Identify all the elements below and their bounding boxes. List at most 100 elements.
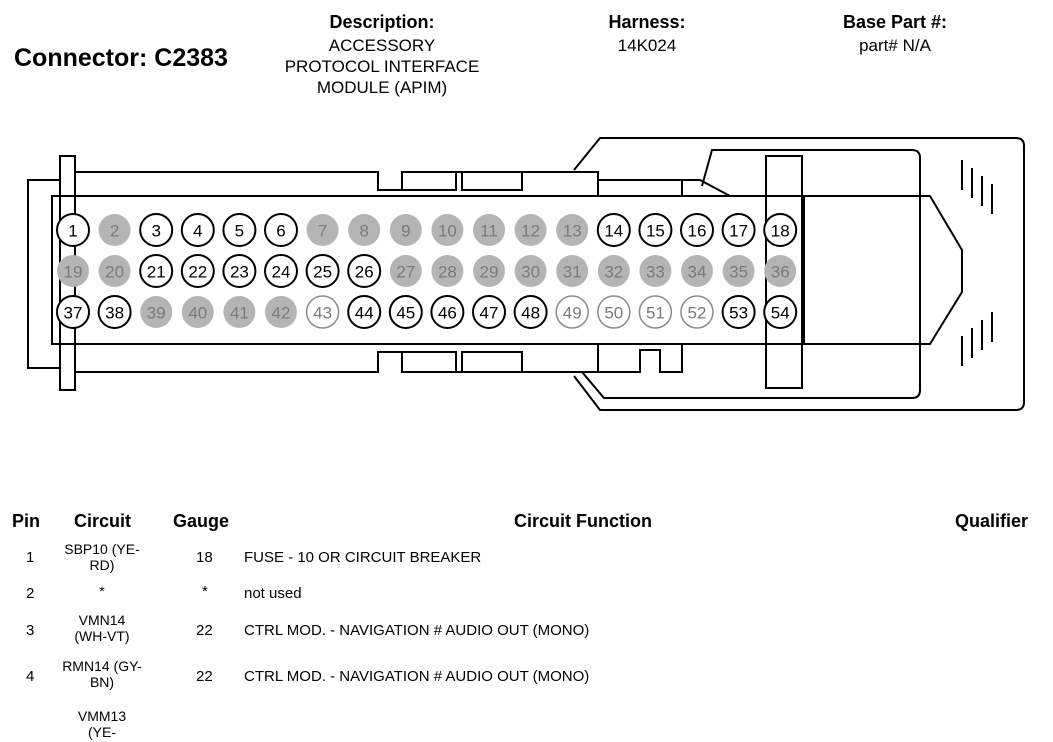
row-pin: 3 [26, 622, 35, 639]
pin-circle [763, 213, 798, 247]
pin-circle [556, 255, 589, 287]
description-line: PROTOCOL INTERFACE [284, 57, 480, 76]
row-function: CTRL MOD. - NAVIGATION # AUDIO OUT (MONO… [244, 622, 590, 639]
pin-21: 21 [139, 254, 174, 288]
pin-circle [764, 255, 797, 287]
pin-number: 26 [355, 263, 374, 282]
pin-26: 26 [347, 254, 382, 288]
pin-8: 8 [348, 214, 381, 246]
pin-41: 41 [223, 296, 256, 328]
pin-48: 48 [513, 295, 548, 329]
pin-circle [597, 255, 630, 287]
pin-circle [556, 214, 589, 246]
harness-label: Harness: [608, 12, 686, 32]
pin-number: 13 [563, 222, 582, 241]
pin-circle [98, 214, 131, 246]
pin-number: 37 [64, 304, 83, 323]
pin-47: 47 [472, 295, 506, 329]
column-header-qualifier: Qualifier [955, 511, 1029, 531]
pin-24: 24 [264, 254, 298, 288]
base-part-label: Base Part #: [842, 12, 948, 32]
pin-number: 5 [235, 222, 244, 241]
pin-number: 17 [729, 222, 748, 241]
pin-4: 4 [180, 213, 215, 247]
pin-number: 40 [188, 304, 207, 323]
row-gauge: 22 [196, 668, 213, 685]
pin-number: 29 [480, 263, 499, 282]
pin-number: 47 [480, 304, 499, 323]
harness-value: 14K024 [617, 36, 677, 55]
pin-circle [597, 295, 631, 329]
pin-number: 51 [646, 304, 665, 323]
base-part-block: Base Part #: part# N/A [815, 12, 975, 56]
pin-number: 27 [396, 263, 415, 282]
pin-31: 31 [556, 255, 589, 287]
pin-circle [473, 255, 505, 287]
pin-number: 44 [355, 304, 374, 323]
pin-circle [514, 255, 547, 287]
pin-number: 1 [68, 222, 77, 241]
pin-37: 37 [56, 295, 90, 329]
pin-33: 33 [639, 255, 672, 287]
row-function: not used [244, 585, 302, 602]
row-pin: 1 [26, 549, 35, 566]
row-circuit: SBP10 (YE-RD) [64, 541, 140, 573]
description-line: MODULE (APIM) [316, 78, 448, 97]
column-header-function: Circuit Function [514, 511, 652, 531]
pin-number: 31 [563, 263, 582, 282]
pin-circle [721, 213, 756, 247]
pin-number: 28 [438, 263, 457, 282]
pin-15: 15 [638, 213, 673, 247]
pin-54: 54 [763, 295, 798, 329]
pin-number: 19 [64, 263, 83, 282]
pin-circle [347, 254, 382, 288]
pin-circle [264, 254, 298, 288]
pin-46: 46 [430, 295, 465, 329]
pin-circle [223, 296, 256, 328]
pin-22: 22 [180, 254, 215, 288]
pin-number: 32 [604, 263, 623, 282]
pin-11: 11 [473, 214, 505, 246]
pin-number: 18 [771, 222, 790, 241]
row-function: FUSE - 10 OR CIRCUIT BREAKER [244, 549, 482, 566]
pin-3: 3 [139, 213, 174, 247]
pin-number: 16 [688, 222, 707, 241]
row-circuit: VMN14 (WH-VT) [74, 612, 130, 644]
pin-circle [57, 255, 89, 287]
pin-number: 42 [272, 304, 291, 323]
pin-18: 18 [763, 213, 798, 247]
column-header-gauge: Gauge [173, 511, 230, 531]
pin-16: 16 [680, 213, 714, 247]
pin-circle [596, 213, 631, 247]
pin-circle [140, 296, 173, 328]
pin-circle [98, 255, 131, 287]
pin-27: 27 [389, 255, 422, 287]
pin-number: 9 [401, 222, 410, 241]
base-part-value: part# N/A [859, 36, 931, 55]
pin-circle [514, 214, 547, 246]
pin-36: 36 [764, 255, 797, 287]
pin-circle [306, 214, 339, 246]
pin-number: 23 [230, 263, 249, 282]
pin-circle [139, 254, 174, 288]
pin-number: 24 [272, 263, 291, 282]
pin-number: 48 [521, 304, 540, 323]
pin-circle [180, 213, 215, 247]
pin-number: 39 [147, 304, 166, 323]
pin-number: 3 [151, 222, 160, 241]
pin-43: 43 [305, 295, 340, 329]
pin-5: 5 [222, 213, 257, 247]
column-header-circuit: Circuit [74, 511, 132, 531]
pin-number: 50 [604, 304, 623, 323]
pin-circle [472, 295, 506, 329]
pin-number: 8 [359, 222, 368, 241]
pin-number: 7 [318, 222, 327, 241]
pin-45: 45 [388, 295, 423, 329]
pin-number: 35 [729, 263, 748, 282]
pin-51: 51 [638, 295, 673, 329]
pin-circle [680, 213, 714, 247]
pin-50: 50 [597, 295, 631, 329]
pin-circle [389, 255, 422, 287]
column-header-pin: Pin [12, 511, 41, 531]
